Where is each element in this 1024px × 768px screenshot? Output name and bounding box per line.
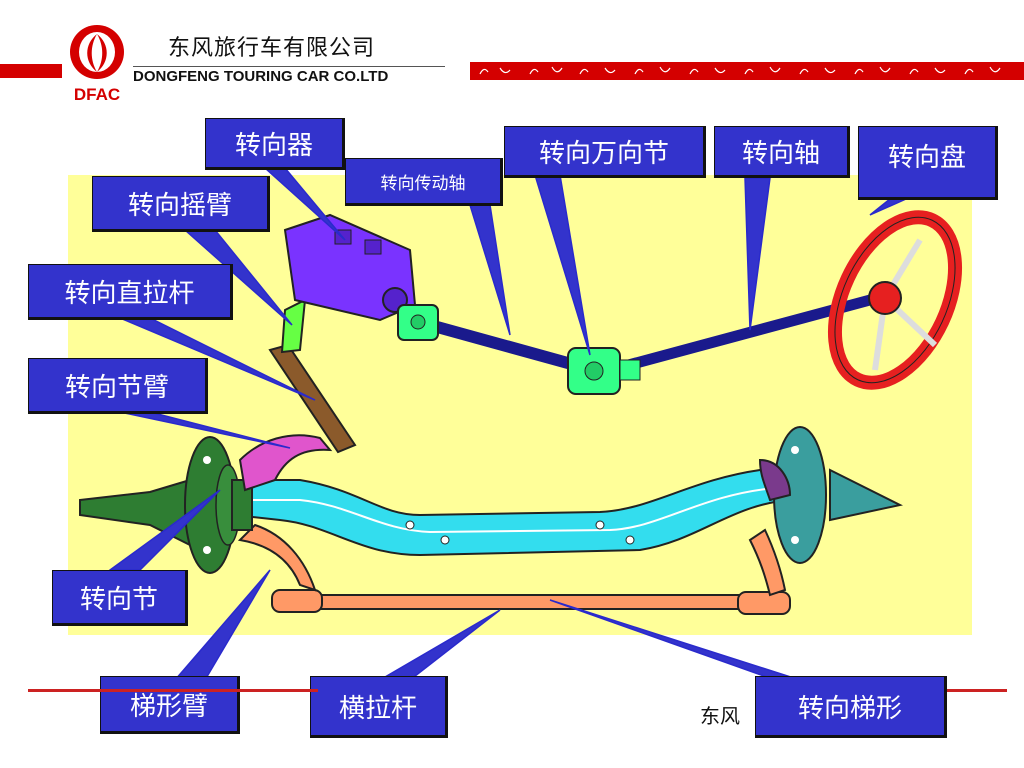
front-axle-shape	[234, 469, 791, 557]
steering-knuckle-right-shape	[758, 426, 903, 564]
label-steering-gear: 转向器	[205, 118, 345, 170]
label-steering-knuckle: 转向节	[52, 570, 188, 626]
footer-line-right	[945, 689, 1007, 692]
knuckle-arm-shape	[238, 434, 333, 492]
label-steering-trapezoid: 转向梯形	[755, 676, 947, 738]
label-trapezoid-arm: 梯形臂	[100, 676, 240, 734]
label-tie-rod: 横拉杆	[310, 676, 448, 738]
universal-joint-upper-shape	[397, 304, 439, 341]
steering-wheel-shape	[827, 210, 963, 390]
label-steering-universal-joint: 转向万向节	[504, 126, 706, 178]
trapezoid-arm-left-shape	[237, 523, 317, 592]
footer-text: 东风	[700, 704, 740, 728]
steering-gear-shape	[283, 213, 417, 322]
leader-tie-rod	[377, 609, 501, 681]
label-steering-drive-shaft: 转向传动轴	[345, 158, 503, 206]
dfac-logo: DFAC	[70, 25, 124, 104]
header-right-stripe	[470, 62, 1024, 80]
footer-line-left	[28, 689, 318, 692]
label-steering-shaft: 转向轴	[714, 126, 850, 178]
leader-drive-shaft	[468, 204, 511, 336]
label-drag-link: 转向直拉杆	[28, 264, 233, 320]
leader-universal-joint	[533, 174, 591, 356]
logo-text: DFAC	[74, 85, 120, 104]
header-divider	[133, 66, 445, 67]
leader-steering-shaft	[744, 177, 771, 331]
company-name-en: DONGFENG TOURING CAR CO.LTD	[133, 68, 389, 85]
tie-rod-shape	[271, 589, 791, 615]
pitman-arm-shape	[280, 298, 307, 354]
label-steering-wheel: 转向盘	[858, 126, 998, 200]
steering-knuckle-left-shape	[79, 436, 253, 574]
steering-shaft-shape	[604, 294, 876, 376]
universal-joint-lower-shape	[567, 347, 641, 395]
company-name-cn: 东风旅行车有限公司	[168, 36, 376, 61]
leader-trapezoid-arm	[173, 569, 271, 681]
label-pitman-arm: 转向摇臂	[92, 176, 270, 232]
trapezoid-arm-right-shape	[748, 528, 787, 597]
header-left-stripe	[0, 64, 62, 78]
steering-drive-shaft-shape	[424, 319, 581, 371]
label-knuckle-arm: 转向节臂	[28, 358, 208, 414]
